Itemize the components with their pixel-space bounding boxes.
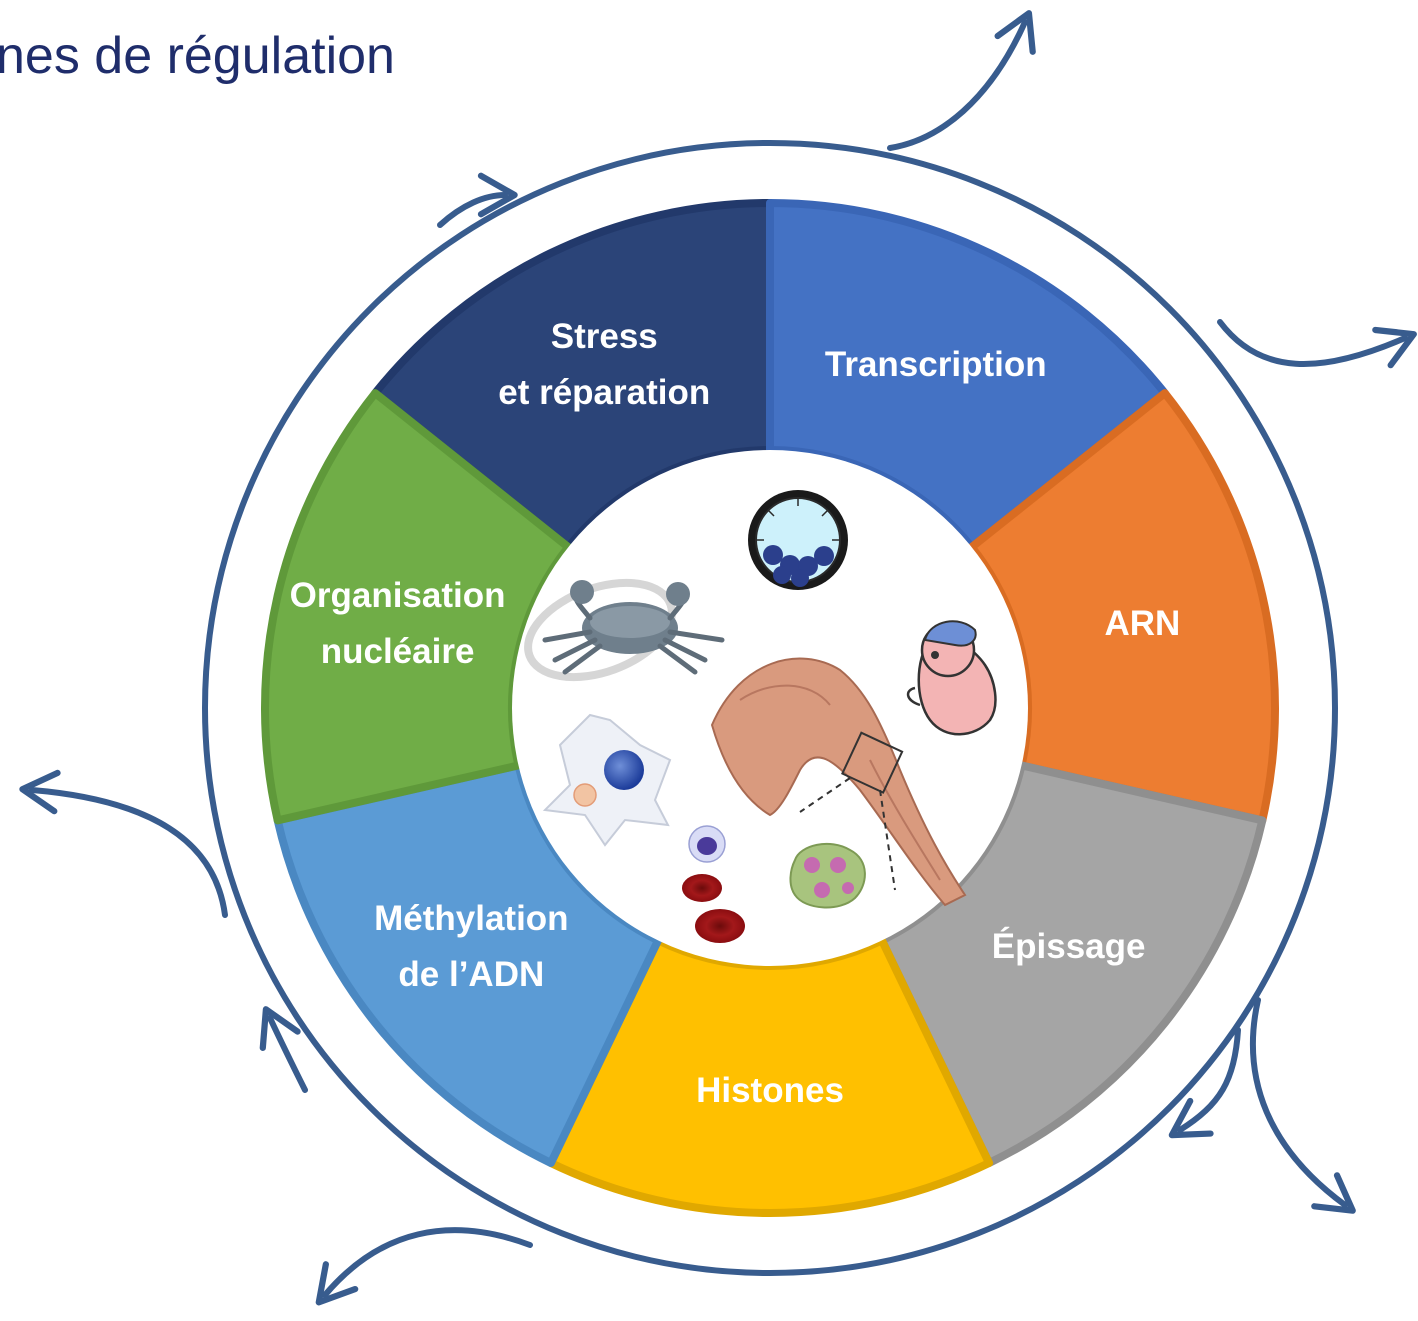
segment-label-line: Transcription [825,345,1047,384]
arrow-inner-top-left [437,172,518,228]
segment-label-stress: Stress et réparation [498,317,710,412]
segment-label-histones: Histones [696,1071,844,1110]
blood-cell-icon [682,825,745,943]
segment-label-line: Organisation [290,576,506,615]
embryo-icon [906,620,997,736]
arrow-inner-bottom-right [1168,1027,1241,1139]
segment-label-epissage: Épissage [992,926,1146,966]
segment-label-arn: ARN [1105,604,1181,643]
segment-label-line: Épissage [992,926,1146,966]
arrow-bottom-left [315,1227,533,1306]
segment-label-transcription: Transcription [825,345,1047,384]
segment-label-methylation: Méthylation de l’ADN [374,899,568,994]
segment-label-line: Histones [696,1071,844,1110]
page-title: nes de régulation [0,27,395,85]
islet-icon [789,842,866,909]
cell-icon [542,713,672,847]
segment-label-line: de l’ADN [398,955,544,994]
segment-label-line: nucléaire [321,632,475,671]
center-illustrations [524,490,997,943]
blastocyst-icon [748,490,848,590]
segment-label-organisation: Organisation nucléaire [290,576,506,671]
arrow-top-right [887,10,1036,151]
arrow-inner-left [259,1006,308,1093]
outer-ring [202,140,1338,1276]
segment-label-line: et réparation [498,373,710,412]
arrow-bottom-right [1249,997,1356,1214]
segment-label-line: ARN [1105,604,1181,643]
segment-label-line: Méthylation [374,899,568,938]
segment-label-line: Stress [551,317,658,356]
arrow-right [1217,319,1417,369]
cycle-arrows [19,10,1417,1306]
arm-muscle-icon [710,657,967,907]
arrow-left [19,769,228,918]
wheel-segments [261,199,1279,1217]
crab-icon [524,578,725,682]
